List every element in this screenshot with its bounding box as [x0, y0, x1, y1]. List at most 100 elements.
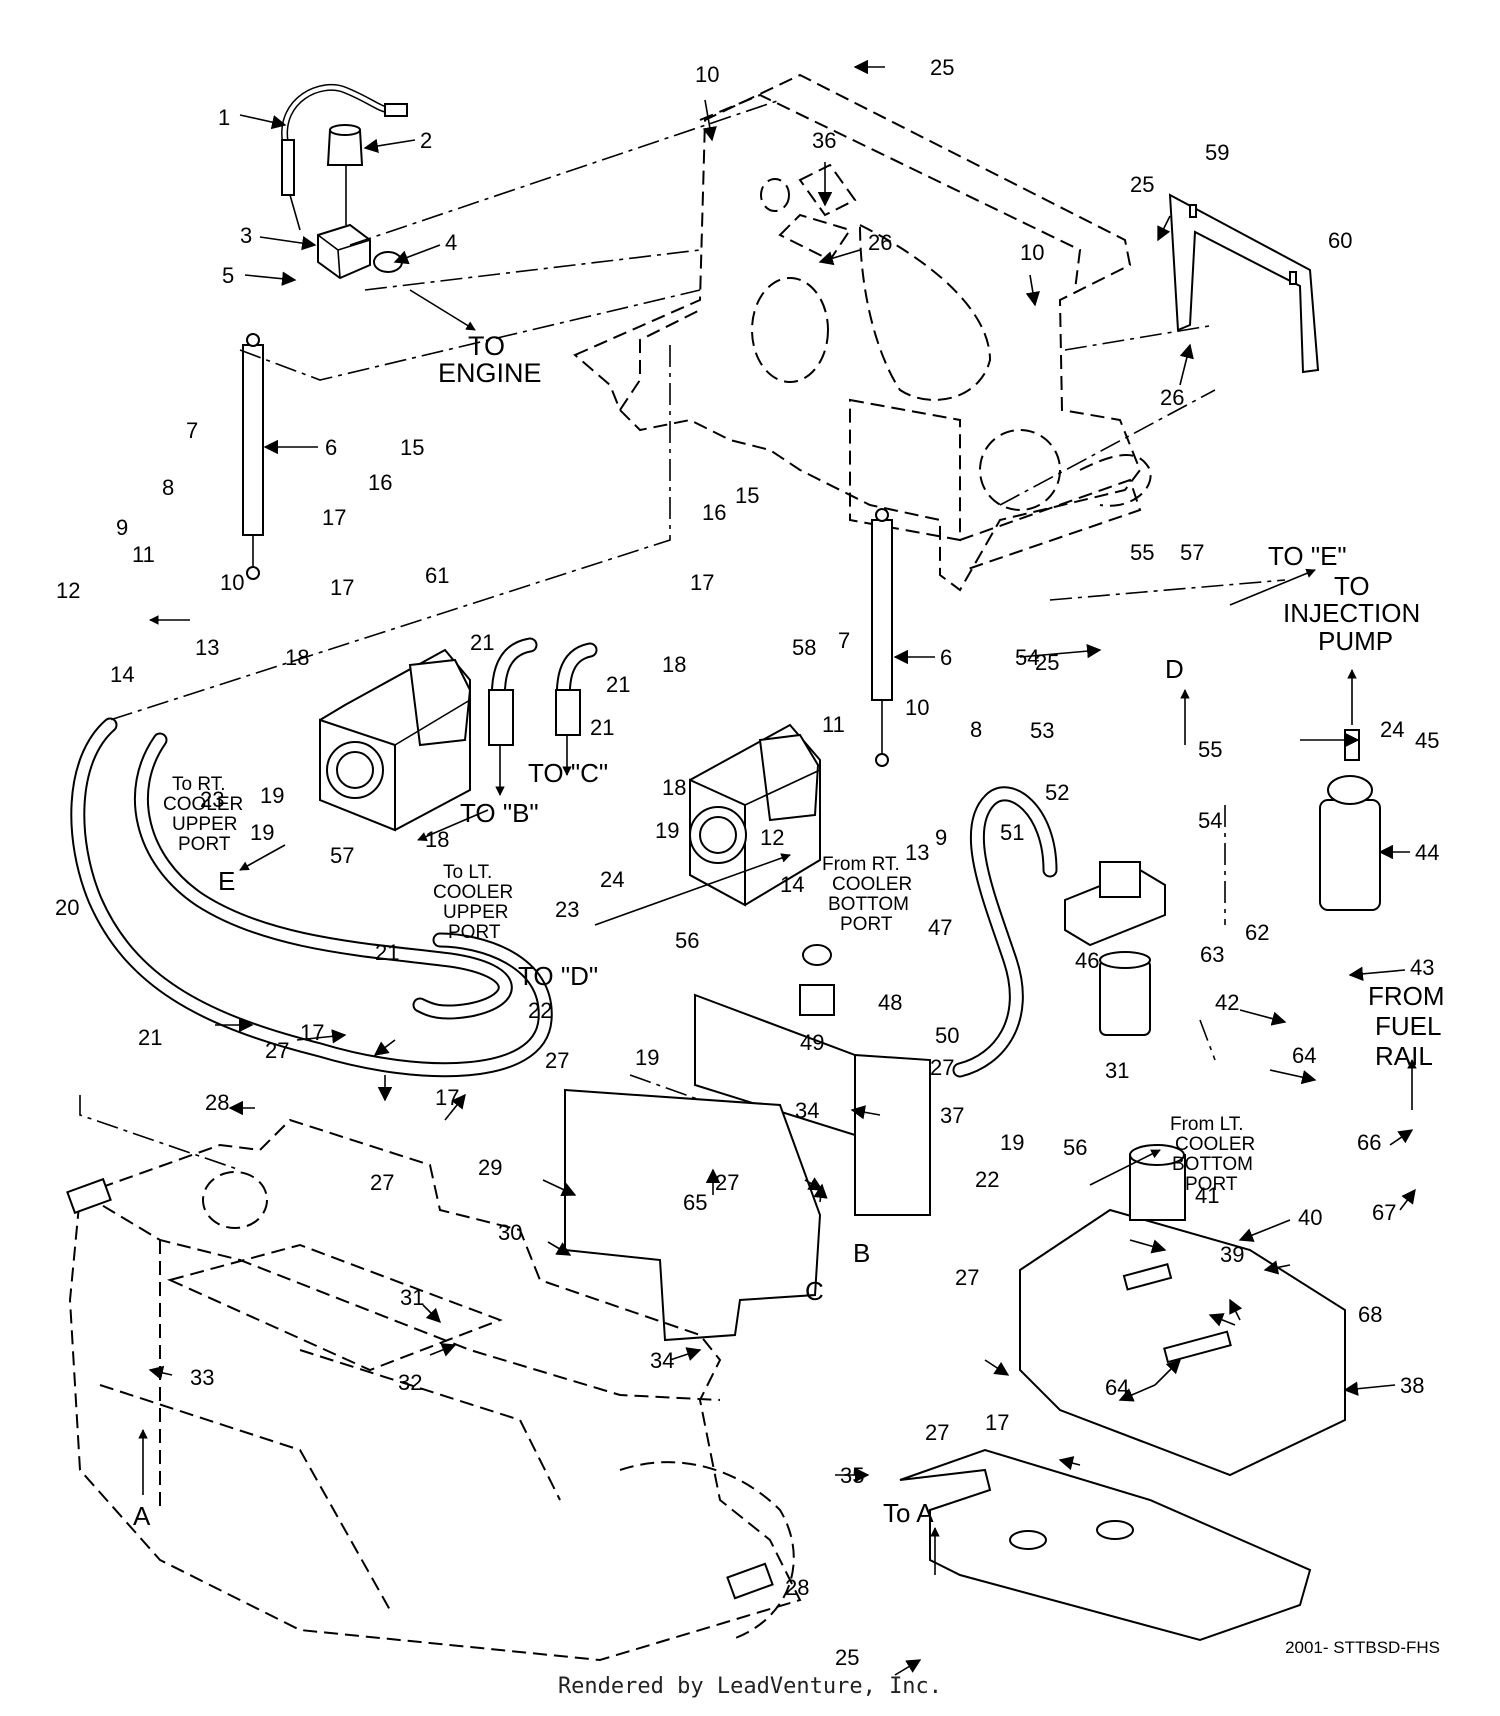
callout-label: 15 [400, 435, 424, 460]
callout-label: 54 [1015, 645, 1039, 670]
callout-label: 9 [116, 515, 128, 540]
callout-label: 38 [1400, 1373, 1424, 1398]
callout-label: 17 [435, 1085, 459, 1110]
callout-label: 39 [1220, 1242, 1244, 1267]
callout-label: 14 [780, 872, 804, 897]
callout-label: 19 [1000, 1130, 1024, 1155]
render-credit: Rendered by LeadVenture, Inc. [557, 1674, 943, 1699]
callout-label: 22 [528, 998, 552, 1023]
callout-label: 29 [478, 1155, 502, 1180]
lt-bottom-port-label: From LT. [1170, 1114, 1244, 1135]
callout-label: 28 [785, 1575, 809, 1600]
callout-label: 19 [655, 818, 679, 843]
callout-label: 35 [840, 1463, 864, 1488]
direction-arrows [138, 289, 1417, 1575]
callout-label: 26 [1160, 385, 1184, 410]
lt-upper-port-label: To LT. [443, 862, 492, 883]
callout-label: 62 [1245, 920, 1269, 945]
lt-upper-port-label: PORT [448, 922, 501, 943]
hose-21-outer [70, 717, 553, 1078]
callout-label: 46 [1075, 948, 1099, 973]
letter-a-label: A [133, 1501, 151, 1531]
callout-label: 8 [162, 475, 174, 500]
callout-label: 19 [635, 1045, 659, 1070]
leader-lines [148, 59, 1416, 1676]
callout-label: 61 [425, 563, 449, 588]
callout-label: 57 [1180, 540, 1204, 565]
callout-label: 31 [1105, 1058, 1129, 1083]
callout-label: 33 [190, 1365, 214, 1390]
callout-label: 52 [1045, 780, 1069, 805]
callout-label: 17 [985, 1410, 1009, 1435]
callout-label: 19 [260, 783, 284, 808]
callout-label: 25 [835, 1645, 859, 1670]
fuel-filter-bracket-52 [1064, 861, 1166, 947]
callout-label: 34 [650, 1348, 674, 1373]
hose-53 [952, 786, 1058, 1078]
routing-lines [79, 99, 1286, 1171]
callout-label: 17 [322, 505, 346, 530]
callout-label: 13 [905, 840, 929, 865]
callout-label: 32 [398, 1370, 422, 1395]
to-engine-label: ENGINE [438, 358, 542, 388]
callout-label: 8 [970, 717, 982, 742]
callout-label: 54 [1198, 808, 1222, 833]
callout-label: 27 [715, 1170, 739, 1195]
lt-bottom-port-label: COOLER [1175, 1134, 1255, 1155]
callout-label: 3 [240, 223, 252, 248]
callout-label: 60 [1328, 228, 1352, 253]
to-injection-label: TO [1334, 571, 1370, 601]
callout-label: 17 [690, 570, 714, 595]
text-labels: TO ENGINE TO "E" TO INJECTION PUMP FROM … [133, 331, 1445, 1531]
callout-label: 56 [675, 928, 699, 953]
callout-label: 17 [330, 575, 354, 600]
from-fuel-rail-label: FROM [1368, 981, 1445, 1011]
lt-upper-port-label: COOLER [433, 882, 513, 903]
callout-label: 9 [935, 825, 947, 850]
drawing-code: 2001- STTBSD-FHS [1285, 1638, 1440, 1657]
hose-21-right-short [555, 642, 598, 736]
hose-21-left-short [488, 637, 538, 746]
callout-label: 20 [55, 895, 79, 920]
callout-label: 34 [795, 1098, 819, 1123]
lt-upper-port-label: UPPER [443, 902, 508, 923]
callout-label: 64 [1292, 1043, 1316, 1068]
callout-label: 67 [1372, 1200, 1396, 1225]
letter-e-label: E [218, 866, 235, 896]
callout-label: 42 [1215, 990, 1239, 1015]
callout-label: 5 [222, 263, 234, 288]
callout-label: 53 [1030, 718, 1054, 743]
callout-label: 31 [400, 1285, 424, 1310]
callout-label: 37 [940, 1103, 964, 1128]
mounting-bracket-59 [1168, 193, 1320, 374]
callout-label: 7 [838, 628, 850, 653]
skid-plate-35 [899, 1448, 1312, 1642]
heat-shield-29 [564, 1088, 822, 1342]
rt-upper-port-label: COOLER [163, 794, 243, 815]
letter-c-label: C [805, 1276, 824, 1306]
from-fuel-rail-label: FUEL [1375, 1011, 1441, 1041]
letter-b-label: B [853, 1238, 870, 1268]
callout-label: 23 [555, 897, 579, 922]
fuel-filter-46 [1099, 951, 1151, 1036]
callout-label: 21 [138, 1025, 162, 1050]
callout-label: 6 [325, 435, 337, 460]
callout-label: 21 [375, 940, 399, 965]
callout-label: 16 [702, 500, 726, 525]
callout-label: 59 [1205, 140, 1229, 165]
callout-label: 28 [205, 1090, 229, 1115]
to-b-label: TO "B" [460, 798, 539, 828]
callout-label: 4 [445, 230, 457, 255]
to-e-label: TO "E" [1268, 541, 1347, 571]
callout-label: 49 [800, 1030, 824, 1055]
callout-label: 10 [220, 570, 244, 595]
callout-label: 14 [110, 662, 134, 687]
callout-label: 47 [928, 915, 952, 940]
callout-label: 27 [265, 1038, 289, 1063]
callout-label: 15 [735, 483, 759, 508]
rt-bottom-port-label: BOTTOM [828, 894, 909, 915]
callout-label: 24 [600, 867, 624, 892]
hydraulic-pump-left [319, 648, 472, 832]
callout-label: 11 [822, 712, 845, 737]
